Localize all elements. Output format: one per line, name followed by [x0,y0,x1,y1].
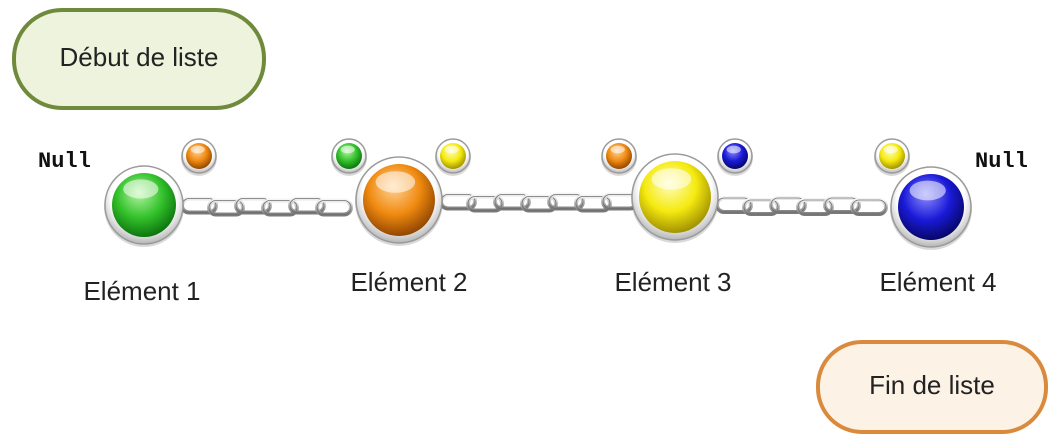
chain-2 [439,192,639,213]
start-of-list-box [12,8,266,110]
element-2-prev-pointer [331,138,367,176]
element-3-label: Elément 3 [614,267,731,297]
element-3-next-pointer [717,138,753,176]
element-1-next-pointer [181,138,217,176]
list-nodes [104,153,972,250]
element-2-label: Elément 2 [350,267,467,297]
chain-3 [715,196,888,216]
element-1-label: Elément 1 [83,276,200,306]
pointer-orbs [181,138,910,176]
element-4-node [890,166,972,250]
element-2-next-pointer [435,138,471,176]
start-of-list-label: Début de liste [60,42,219,72]
end-of-list-box [816,340,1048,434]
element-4-label: Elément 4 [879,267,996,297]
chain-links [180,192,888,217]
element-2-node [355,156,443,246]
chain-1 [180,196,353,217]
element-3-node [631,153,719,243]
end-of-list-callout: Fin de liste [816,340,1048,434]
element-4-prev-pointer [874,138,910,176]
start-of-list-callout: Début de liste [12,8,266,110]
null-left-label: Null [38,149,91,174]
end-of-list-label: Fin de liste [869,370,995,400]
element-labels: Elément 1 Elément 2 Elément 3 Elément 4 [83,267,996,306]
element-3-prev-pointer [601,138,637,176]
null-right-label: Null [975,149,1028,174]
element-1-node [104,165,184,247]
